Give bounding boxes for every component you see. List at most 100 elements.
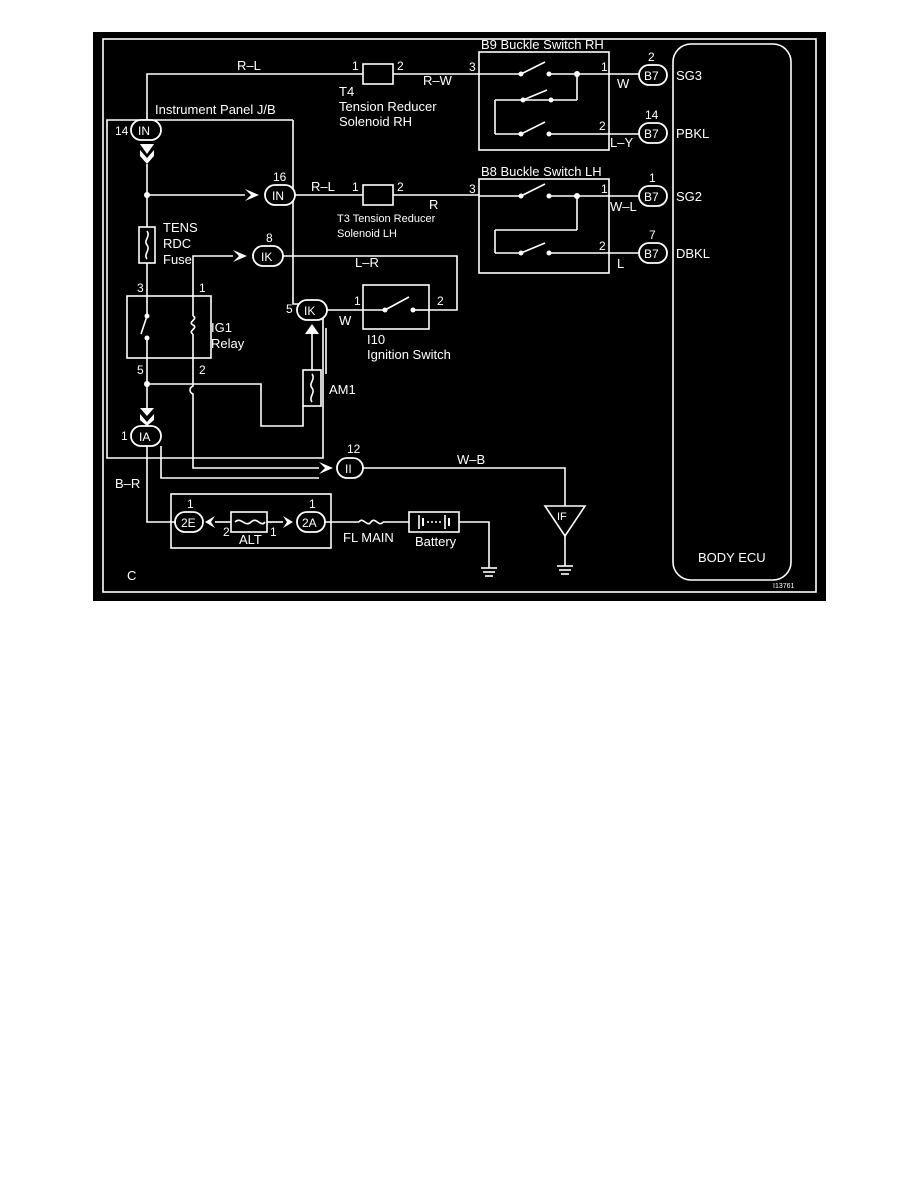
connector-name: B7 — [644, 247, 659, 261]
sheet-label: C — [127, 568, 136, 583]
ign-pin-2: 2 — [437, 294, 444, 308]
terminal-name: SG3 — [676, 68, 702, 83]
connector-in-14: IN 14 — [115, 119, 162, 164]
wire-label-l: L — [617, 256, 624, 271]
pin-number: 7 — [649, 228, 656, 242]
pin-number: 8 — [266, 231, 273, 245]
t3-label-1: T3 Tension Reducer — [337, 213, 436, 225]
instrument-panel-jb-box — [106, 119, 324, 459]
am1-label: AM1 — [329, 382, 356, 397]
ground-if-label: IF — [557, 511, 567, 523]
ign-id: I10 — [367, 332, 385, 347]
b8-pin-2: 2 — [599, 239, 606, 253]
t3-label-2: Solenoid LH — [337, 228, 397, 240]
connector-in-16: IN 16 — [245, 170, 296, 206]
alt-label: ALT — [239, 532, 262, 547]
terminal-name: SG2 — [676, 189, 702, 204]
alt-pin-2: 2 — [223, 525, 230, 539]
connector-name: IK — [261, 250, 272, 264]
relay-pin-3: 3 — [137, 281, 144, 295]
b8-label: B8 Buckle Switch LH — [481, 164, 602, 179]
pin-number: 5 — [286, 302, 293, 316]
ign-label: Ignition Switch — [367, 347, 451, 362]
conn-2e-name: 2E — [181, 516, 196, 530]
connector-ik-8: IK 8 — [233, 231, 284, 267]
wire-label-wb: W–B — [457, 452, 485, 467]
battery-label: Battery — [415, 534, 457, 549]
ground-if: IF — [543, 505, 587, 575]
wiring-diagram: BODY ECU B7 2 SG3 B7 14 PBKL B7 1 SG2 B7… — [93, 32, 826, 601]
terminal-name: PBKL — [676, 126, 709, 141]
t4-label-1: Tension Reducer — [339, 99, 437, 114]
b9-pin-3: 3 — [469, 60, 476, 74]
fuse-line-1: TENS — [163, 220, 198, 235]
wire-label-rl-mid: R–L — [311, 179, 335, 194]
wire-to-ik8 — [192, 255, 233, 296]
wire-lr — [283, 255, 458, 311]
connector-ik-5: IK 5 — [286, 299, 328, 334]
relay-pin-5: 5 — [137, 363, 144, 377]
t3-tension-reducer-lh: 1 2 T3 Tension Reducer Solenoid LH — [337, 180, 479, 240]
wire-label-br: B–R — [115, 476, 140, 491]
b9-buckle-switch-rh: B9 Buckle Switch RH 3 1 2 — [469, 37, 639, 151]
wire-relay-to-ii12 — [189, 358, 319, 469]
pin-number: 2 — [648, 50, 655, 64]
pin-number: 1 — [121, 429, 128, 443]
b9-label: B9 Buckle Switch RH — [481, 37, 604, 52]
fuse-line-2: RDC — [163, 236, 191, 251]
alt-block: 2E 1 2 1 ALT 2A 1 — [170, 493, 332, 549]
ecu-terminal-sg2: B7 1 SG2 — [638, 171, 702, 207]
wire-label-lr: L–R — [355, 255, 379, 270]
figure-id: I13761 — [773, 583, 795, 590]
ecu-terminal-dbkl: B7 7 DBKL — [638, 228, 710, 264]
connector-name: IA — [139, 430, 150, 444]
connector-name: IK — [304, 304, 315, 318]
wire-label-ly: L–Y — [610, 135, 633, 150]
conn-2a-name: 2A — [302, 516, 317, 530]
wire-label-w-sg3: W — [617, 76, 630, 91]
connector-ia-1: IA 1 — [121, 408, 162, 447]
body-ecu-label: BODY ECU — [698, 550, 766, 565]
pin-number: 14 — [115, 124, 129, 138]
conn-2a-pin: 1 — [309, 497, 316, 511]
t4-pin-2: 2 — [397, 59, 404, 73]
wiring-diagram-svg: BODY ECU B7 2 SG3 B7 14 PBKL B7 1 SG2 B7… — [102, 37, 817, 593]
b8-pin-3: 3 — [469, 182, 476, 196]
pin-number: 16 — [273, 170, 287, 184]
wire-label-rl-top: R–L — [237, 58, 261, 73]
fuse-line-3: Fuse — [163, 252, 192, 267]
connector-name: B7 — [644, 190, 659, 204]
relay-pin-1: 1 — [199, 281, 206, 295]
diagram-frame — [102, 38, 817, 593]
b9-pin-1: 1 — [601, 60, 608, 74]
relay-pin-2: 2 — [199, 363, 206, 377]
connector-name: II — [345, 462, 352, 476]
ecu-terminal-pbkl: B7 14 PBKL — [638, 108, 709, 144]
tens-rdc-fuse: TENS RDC Fuse — [138, 220, 198, 267]
terminal-name: DBKL — [676, 246, 710, 261]
am1-fuse: AM1 — [302, 369, 356, 407]
wire-label-w-ign: W — [339, 313, 352, 328]
t4-id: T4 — [339, 84, 354, 99]
wire-label-r: R — [429, 197, 438, 212]
wire-br — [146, 446, 175, 523]
pin-number: 1 — [649, 171, 656, 185]
connector-name: IN — [138, 124, 150, 138]
wire-rl-top — [146, 73, 363, 129]
ig1-relay: 3 1 IG1 Relay 5 2 — [126, 281, 245, 377]
connector-ii-12: II 12 — [319, 442, 364, 479]
t4-pin-1: 1 — [352, 59, 359, 73]
pin-number: 14 — [645, 108, 659, 122]
body-ecu-box — [672, 43, 792, 581]
pin-number: 12 — [347, 442, 361, 456]
connector-name: B7 — [644, 69, 659, 83]
connector-name: IN — [272, 189, 284, 203]
fl-main-label: FL MAIN — [343, 530, 394, 545]
wire-label-wl: W–L — [610, 199, 637, 214]
ign-pin-1: 1 — [354, 294, 361, 308]
t4-label-2: Solenoid RH — [339, 114, 412, 129]
conn-2e-pin: 1 — [187, 497, 194, 511]
connector-name: B7 — [644, 127, 659, 141]
ground-battery — [481, 567, 497, 577]
t3-pin-2: 2 — [397, 180, 404, 194]
